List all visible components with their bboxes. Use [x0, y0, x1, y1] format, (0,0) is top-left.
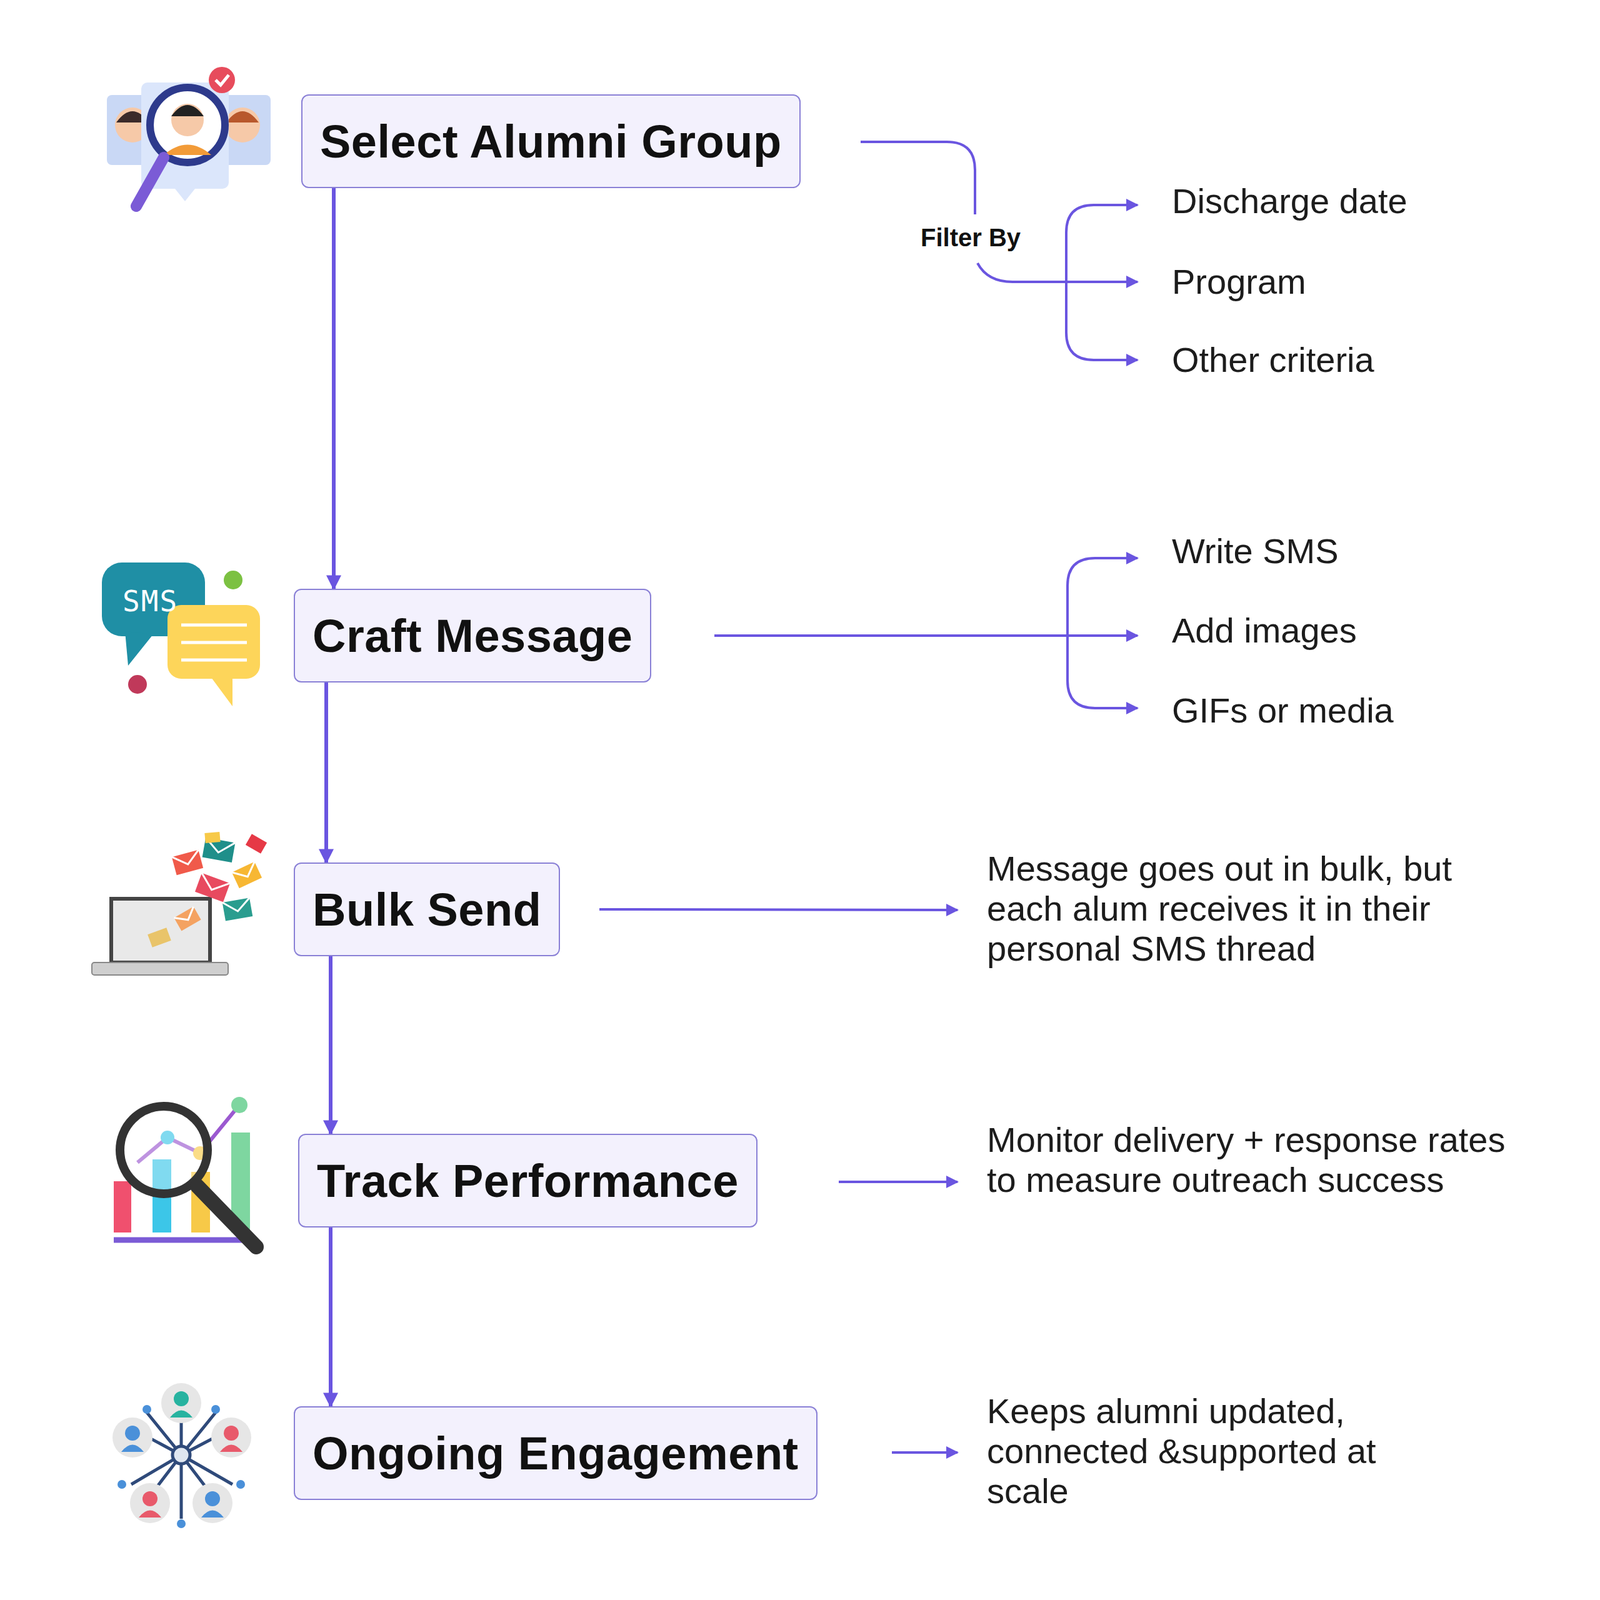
bracket-head: [1136, 203, 1138, 207]
bracket-head: [1136, 358, 1138, 362]
box-title: Track Performance: [316, 1154, 739, 1208]
process-box: Track Performance: [298, 1133, 758, 1228]
bracket: [1067, 558, 1138, 709]
leader-lines: [599, 141, 1138, 1453]
process-box: Select Alumni Group: [301, 94, 801, 189]
leader-line: [977, 263, 1138, 282]
box-title: Ongoing Engagement: [312, 1426, 799, 1480]
leader-line: [714, 634, 1138, 637]
description-text: Message goes out in bulk, but each alum …: [986, 848, 1506, 969]
bracket-head: [1136, 556, 1138, 560]
bracket-head: [1136, 706, 1138, 710]
process-box: Ongoing Engagement: [293, 1406, 818, 1500]
flow-arrow: [324, 682, 329, 863]
description-text: Keeps alumni updated, connected &support…: [986, 1391, 1419, 1511]
leader-line: [860, 141, 975, 215]
option-label: Discharge date: [1171, 181, 1408, 222]
leader-line: [891, 1451, 958, 1454]
flow-arrow: [328, 1227, 333, 1407]
process-box: Bulk Send: [293, 862, 560, 957]
alumni-search-icon: [106, 66, 271, 207]
flow-arrow: [328, 956, 333, 1134]
flow-arrow: [331, 188, 336, 589]
sms-icon: [101, 562, 260, 707]
option-label: GIFs or media: [1171, 690, 1394, 731]
option-label: Other criteria: [1171, 340, 1375, 380]
performance-icon: [113, 1096, 257, 1247]
bracket: [1066, 205, 1138, 360]
process-box: Craft Message: [293, 588, 652, 683]
option-label: Program: [1171, 261, 1307, 302]
box-title: Craft Message: [312, 609, 633, 663]
filter-label: Filter By: [920, 223, 1021, 253]
leader-line: [599, 909, 958, 910]
option-label: Write SMS: [1171, 531, 1339, 572]
bulk-send-icon: [91, 831, 267, 975]
option-label: Add images: [1171, 610, 1357, 651]
leader-line: [838, 1180, 958, 1184]
box-title: Select Alumni Group: [320, 115, 782, 169]
icon-text: SMS: [122, 585, 179, 618]
description-text: Monitor delivery + response rates to mea…: [986, 1120, 1506, 1200]
engagement-icon: [112, 1383, 252, 1529]
box-title: Bulk Send: [312, 883, 542, 937]
